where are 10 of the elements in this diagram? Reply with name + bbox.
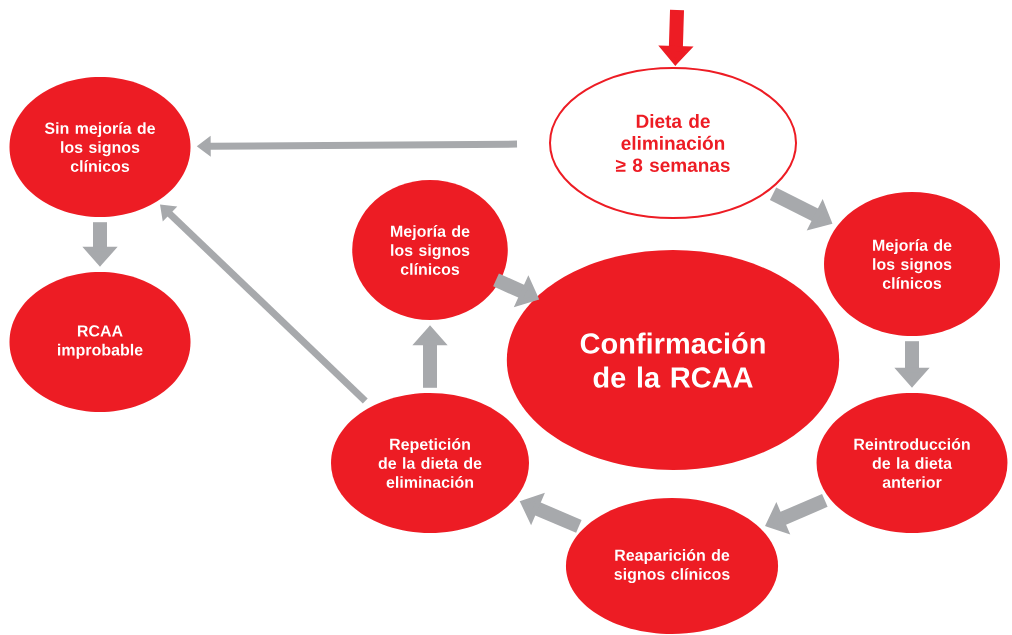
ellipse-node: Confirmación de la RCAA bbox=[506, 250, 840, 470]
ellipse-node: Mejoría de los signos clínicos bbox=[352, 180, 508, 320]
ellipse-node: Dieta de eliminación ≥ 8 semanas bbox=[549, 67, 797, 219]
ellipse-node: Repetición de la dieta de eliminación bbox=[331, 393, 529, 533]
ellipse-node: Sin mejoría de los signos clínicos bbox=[9, 77, 191, 217]
ellipse-node: Mejoría de los signos clínicos bbox=[824, 192, 1000, 336]
ellipse-node: RCAA improbable bbox=[9, 272, 191, 412]
ellipse-node: Reaparición de signos clínicos bbox=[565, 498, 779, 634]
arrow bbox=[160, 204, 368, 404]
ellipse-node: Reintroducción de la dieta anterior bbox=[816, 393, 1008, 533]
